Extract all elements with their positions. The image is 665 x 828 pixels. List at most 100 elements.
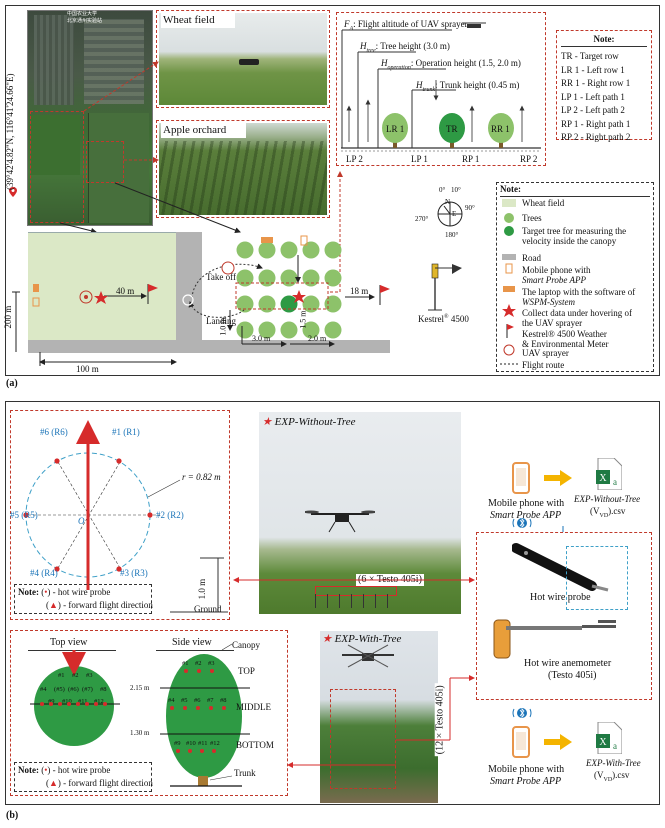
panel-a-label: (a) bbox=[6, 378, 18, 389]
trunk-label: Trunk bbox=[234, 768, 256, 778]
top-view-probe-dot bbox=[76, 702, 80, 706]
bluetooth-top-icon bbox=[512, 516, 532, 530]
legend-star-1: Collect data under hovering of bbox=[522, 308, 632, 318]
height-215-label: 2.15 m bbox=[130, 684, 149, 692]
side-view-probe-dot bbox=[176, 749, 180, 753]
side-view-probe-dot bbox=[188, 749, 192, 753]
dim-40m: 40 m bbox=[116, 286, 134, 296]
dim-3-0m: 3.0 m bbox=[252, 334, 270, 343]
tree bbox=[237, 322, 254, 339]
legend-uav: UAV sprayer bbox=[522, 348, 569, 358]
side-view-probe-dot bbox=[222, 706, 226, 710]
top-view-probe-label: (#6) bbox=[68, 686, 79, 693]
panel-b-label: (b) bbox=[6, 810, 18, 821]
anemometer-label-2: (Testo 405i) bbox=[548, 670, 596, 682]
top-view-probe-label: #1 bbox=[58, 672, 65, 679]
legend-laptop-1: The laptop with the software of bbox=[522, 287, 635, 297]
top-view-probe-label: #4 bbox=[40, 686, 47, 693]
take-off-label: Take off bbox=[206, 272, 236, 282]
side-view-probe-label: #1 bbox=[182, 660, 189, 667]
hot-wire-probe-label: Hot wire probe bbox=[530, 592, 591, 604]
side-view-probe-dot bbox=[212, 749, 216, 753]
tree bbox=[237, 270, 254, 287]
top-view-probe-dot bbox=[58, 702, 62, 706]
legend-target-2: velocity inside the canopy bbox=[522, 236, 616, 246]
csv-with-label: EXP-With-Tree bbox=[586, 758, 641, 768]
legend-star-2: the UAV sprayer bbox=[522, 318, 582, 328]
side-view-probe-dot bbox=[170, 706, 174, 710]
legend-trees: Trees bbox=[522, 213, 542, 223]
side-view-probe-label: #11 bbox=[198, 740, 208, 747]
tree bbox=[325, 296, 342, 313]
arrow-to-csv-bottom-icon bbox=[544, 734, 572, 750]
top-view-probe-dot bbox=[85, 702, 89, 706]
canopy-label: Canopy bbox=[232, 640, 260, 650]
csv-without-suffix: (VVD).csv bbox=[590, 506, 625, 520]
tree-note: Note: (•) - hot wire probe bbox=[18, 765, 110, 775]
tree bbox=[325, 322, 342, 339]
dim-100m: 100 m bbox=[76, 364, 99, 374]
legend-road: Road bbox=[522, 253, 541, 263]
bottom-label: BOTTOM bbox=[236, 740, 274, 750]
tree bbox=[281, 242, 298, 259]
side-view-probe-label: #9 bbox=[174, 740, 181, 747]
svg-text:a: a bbox=[613, 741, 617, 751]
tree bbox=[259, 270, 276, 287]
top-view-probe-dot bbox=[94, 702, 98, 706]
legend-wheat: Wheat field bbox=[522, 198, 564, 208]
legend-phone-1: Mobile phone with bbox=[522, 265, 591, 275]
target-tree bbox=[281, 296, 298, 313]
legend-route: Flight route bbox=[522, 360, 564, 370]
side-view-probe-dot bbox=[197, 669, 201, 673]
side-view-probe-label: #5 bbox=[181, 697, 188, 704]
phone-bottom-label-1: Mobile phone with bbox=[488, 764, 564, 776]
tree bbox=[259, 296, 276, 313]
tree bbox=[237, 296, 254, 313]
legend-laptop-2: WSPM-System bbox=[522, 297, 575, 307]
side-view-probe-label: #3 bbox=[208, 660, 215, 667]
side-view-probe-dot bbox=[209, 706, 213, 710]
tree bbox=[325, 242, 342, 259]
csv-with-suffix: (VVD).csv bbox=[594, 770, 629, 784]
dim-18m: 18 m bbox=[350, 286, 368, 296]
middle-label: MIDDLE bbox=[236, 702, 271, 712]
side-view-probe-label: #8 bbox=[220, 697, 227, 704]
side-view-probe-label: #4 bbox=[168, 697, 175, 704]
side-view-probe-dot bbox=[196, 706, 200, 710]
side-view-probe-label: #10 bbox=[186, 740, 196, 747]
top-view-probe-label: #2 bbox=[72, 672, 79, 679]
excel-file-top-icon: Xa bbox=[596, 458, 622, 490]
anemometer-label-1: Hot wire anemometer bbox=[524, 658, 611, 670]
tree bbox=[325, 270, 342, 287]
side-view-probe-dot bbox=[200, 749, 204, 753]
top-view-probe-dot bbox=[103, 702, 107, 706]
legend-target-1: Target tree for measuring the bbox=[522, 226, 626, 236]
top-view-probe-label: #3 bbox=[86, 672, 93, 679]
side-view-probe-label: #2 bbox=[195, 660, 202, 667]
tree bbox=[303, 242, 320, 259]
dim-1-5m: 1.5 m bbox=[299, 310, 308, 328]
top-label: TOP bbox=[238, 666, 255, 676]
tree bbox=[259, 242, 276, 259]
tree bbox=[303, 270, 320, 287]
height-130-label: 1.30 m bbox=[130, 729, 149, 737]
top-view-probe-dot bbox=[67, 702, 71, 706]
dim-200m: 200 m bbox=[3, 306, 13, 329]
top-view-probe-label: (#7) bbox=[82, 686, 93, 693]
top-view-probe-label: (#5) bbox=[54, 686, 65, 693]
legend-kestrel-1: Kestrel® 4500 Weather bbox=[522, 329, 607, 339]
side-view-probe-label: #6 bbox=[194, 697, 201, 704]
dim-2-0m: 2.0 m bbox=[308, 334, 326, 343]
top-view-probe-label: #8 bbox=[100, 686, 107, 693]
svg-text:a: a bbox=[613, 477, 617, 487]
svg-text:X: X bbox=[599, 737, 607, 748]
top-view-probe-dot bbox=[49, 702, 53, 706]
tree bbox=[237, 242, 254, 259]
phone-top-icon bbox=[512, 462, 530, 494]
phone-bottom-label-2: Smart Probe APP bbox=[490, 776, 561, 788]
dim-1-0m: 1.0 m bbox=[219, 317, 228, 335]
tree-note-dir: (▲) - forward flight direction bbox=[46, 778, 153, 788]
svg-text:X: X bbox=[599, 473, 607, 484]
note-legend-symbols bbox=[500, 196, 520, 372]
